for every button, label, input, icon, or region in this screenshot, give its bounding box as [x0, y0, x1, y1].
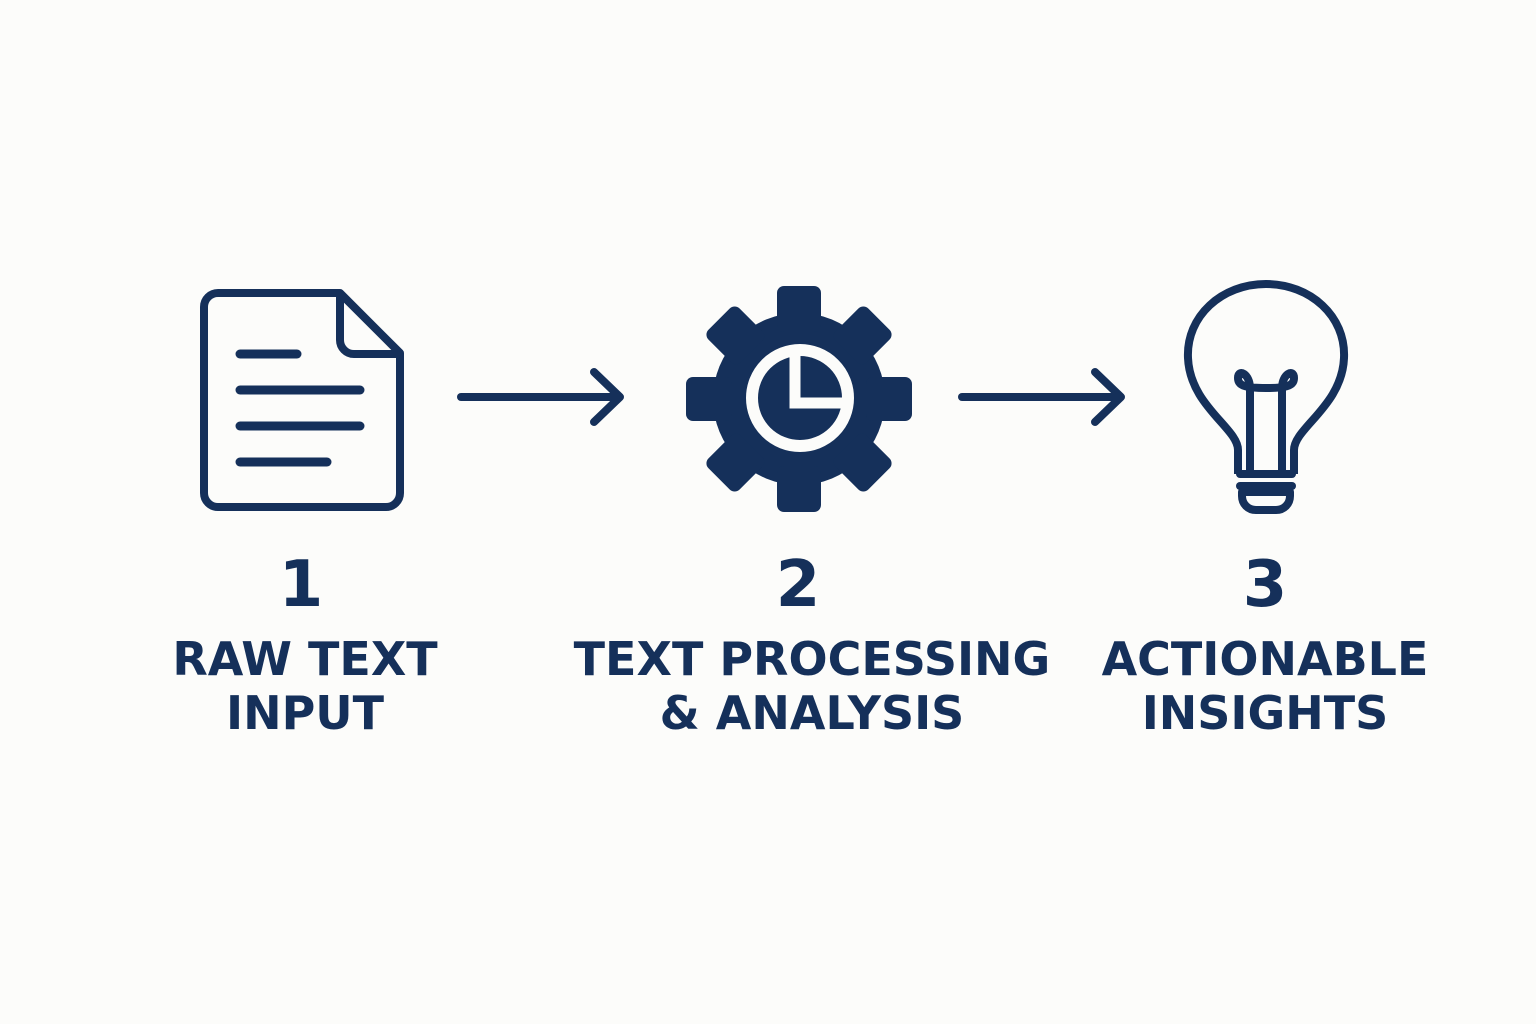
step-1-label-line-1: RAW TEXT — [172, 632, 438, 686]
lightbulb-icon — [1183, 280, 1349, 514]
step-2-number: 2 — [775, 548, 821, 622]
document-icon — [200, 289, 404, 511]
step-2-label-line-1: TEXT PROCESSING — [573, 632, 1051, 686]
step-3-label-line-2: INSIGHTS — [1141, 686, 1389, 740]
step-1-label: RAW TEXT INPUT — [65, 632, 545, 740]
arrow-right-icon — [958, 368, 1125, 426]
step-3-number: 3 — [1242, 548, 1288, 622]
gear-chart-icon — [686, 286, 912, 512]
step-1-label-line-2: INPUT — [225, 686, 385, 740]
step-3-label: ACTIONABLE INSIGHTS — [1025, 632, 1505, 740]
arrow-right-icon — [457, 368, 624, 426]
step-3-label-line-1: ACTIONABLE — [1101, 632, 1429, 686]
step-1-number: 1 — [278, 548, 324, 622]
step-2-label: TEXT PROCESSING & ANALYSIS — [572, 632, 1052, 740]
step-2-label-line-2: & ANALYSIS — [659, 686, 965, 740]
